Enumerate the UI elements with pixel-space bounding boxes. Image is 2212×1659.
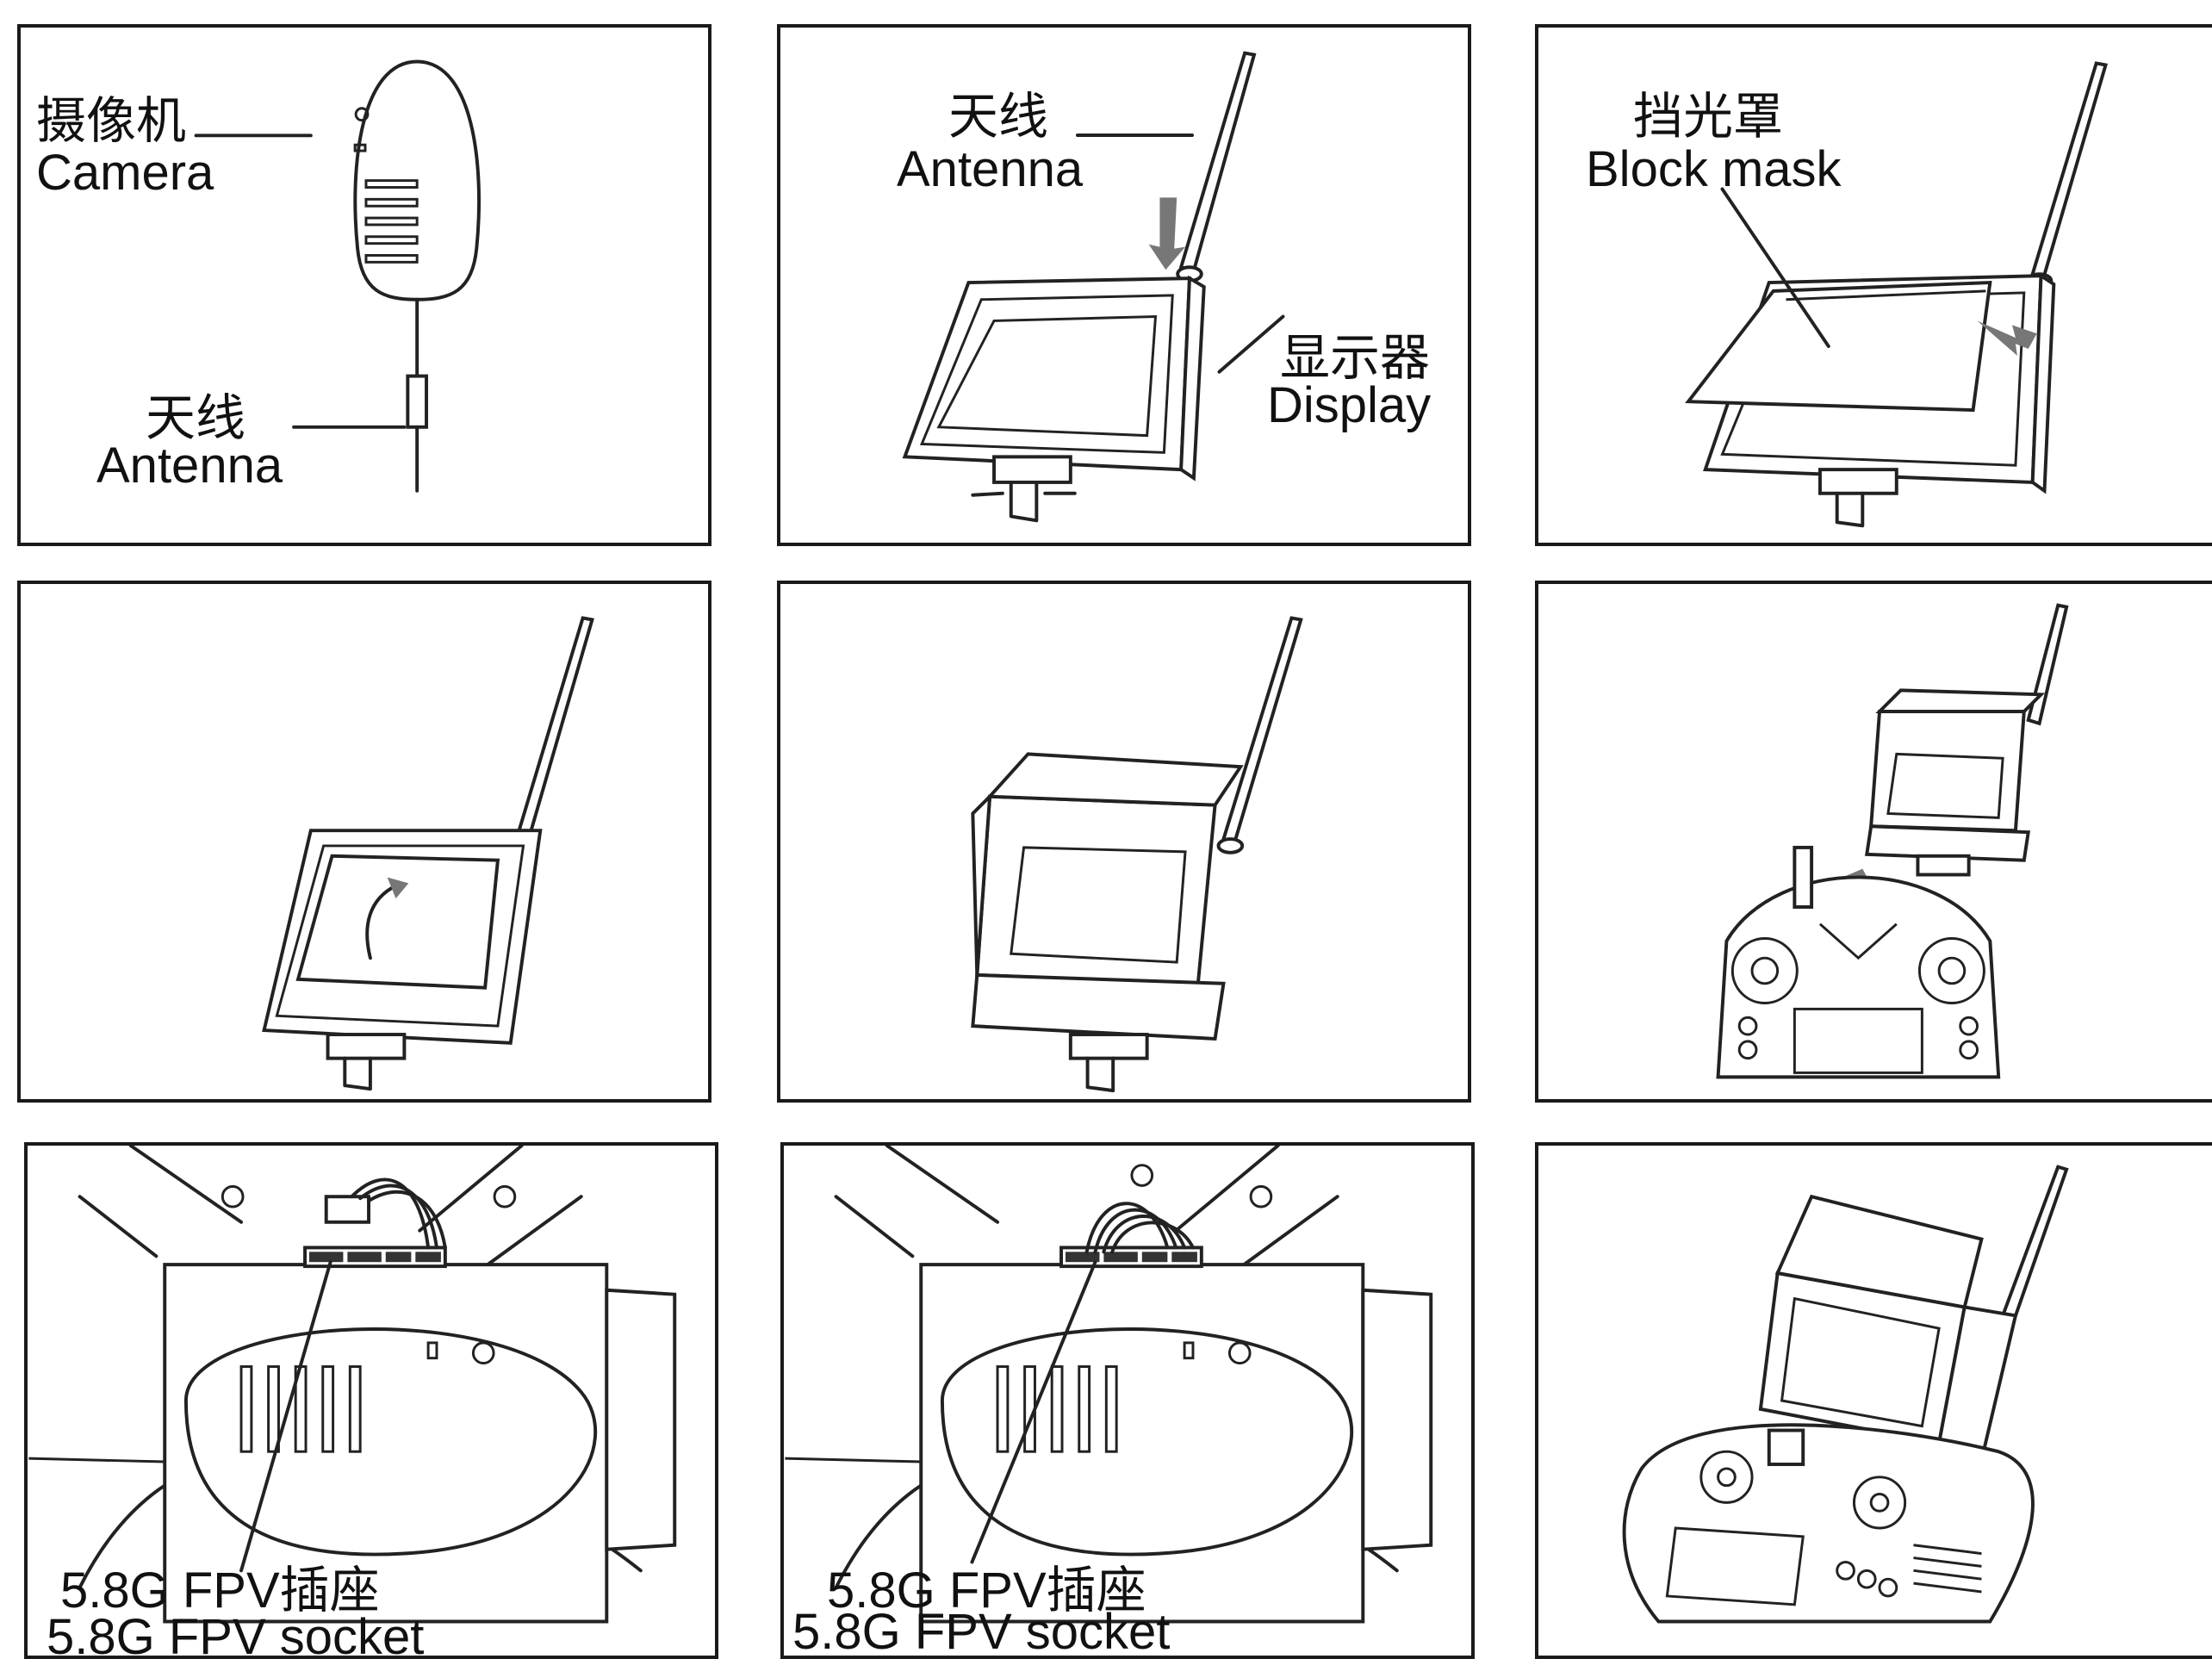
assembled-illustration <box>1622 1165 2069 1624</box>
panel-mask-open <box>777 581 1471 1103</box>
display-antenna-label-cn: 天线 <box>948 89 1049 145</box>
display-illustration <box>902 51 1285 523</box>
mask-open-illustration <box>971 616 1303 1093</box>
camera-label-cn: 摄像机 <box>36 93 187 149</box>
panel-fold-mask <box>17 581 711 1103</box>
fold-mask-illustration <box>262 616 594 1091</box>
socket-left-label-cn: 5.8G FPV插座 <box>60 1563 380 1619</box>
socket-right-label-cn: 5.8G FPV插座 <box>827 1563 1146 1619</box>
socket-right-label-en: 5.8G FPV socket <box>792 1604 1171 1659</box>
panel-camera: 摄像机 Camera 天线 Antenna <box>17 24 711 546</box>
camera-antenna-label-cn: 天线 <box>146 390 246 446</box>
display-antenna-label-en: Antenna <box>897 141 1084 197</box>
socket-left-label-en: 5.8G FPV socket <box>47 1609 425 1659</box>
panel-block-mask: 挡光罩 Block mask <box>1535 24 2212 546</box>
display-label-en: Display <box>1267 377 1432 433</box>
panel-assembled <box>1535 1142 2212 1659</box>
camera-antenna-label-en: Antenna <box>96 438 283 494</box>
block-mask-label-cn: 挡光罩 <box>1633 89 1784 145</box>
panel-socket-right: 5.8G FPV插座 5.8G FPV socket <box>780 1142 1475 1659</box>
block-mask-label-en: Block mask <box>1586 141 1842 197</box>
mount-to-transmitter-illustration <box>1716 603 2069 1079</box>
socket-right-illustration <box>785 1146 1433 1624</box>
camera-illustration <box>194 59 482 493</box>
socket-left-illustration <box>28 1146 677 1624</box>
camera-label-en: Camera <box>36 145 214 201</box>
display-antenna-leader <box>1076 134 1194 137</box>
display-label-cn: 显示器 <box>1280 330 1431 386</box>
panel-socket-left: 5.8G FPV插座 5.8G FPV socket <box>24 1142 718 1659</box>
block-mask-illustration <box>1685 61 2109 528</box>
panel-display: 天线 Antenna 显示器 Display <box>777 24 1471 546</box>
panel-mount-to-transmitter <box>1535 581 2212 1103</box>
